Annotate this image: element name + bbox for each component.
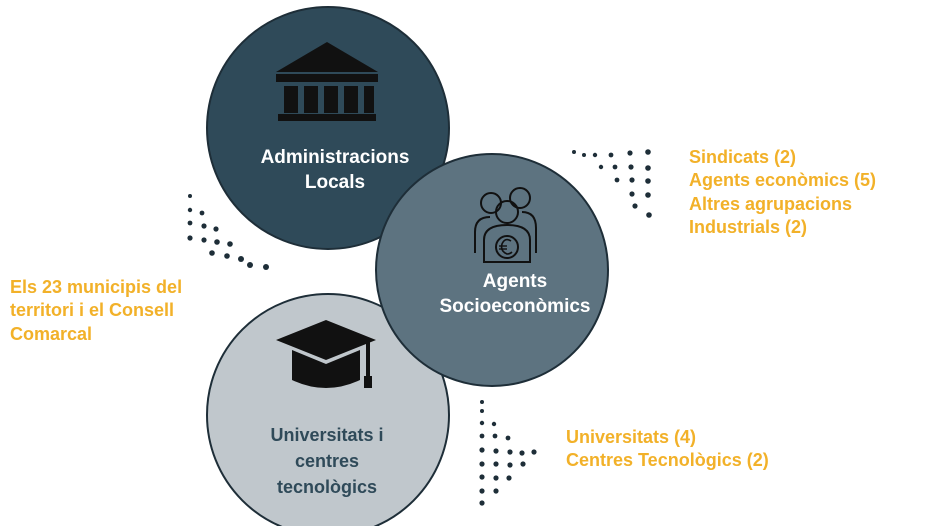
universitats-label-line3: tecnològics bbox=[276, 477, 378, 498]
administracions-label-line1: Administracions bbox=[260, 147, 410, 168]
dots-pattern-bottom bbox=[479, 400, 537, 506]
administracions-detail-line: Comarcal bbox=[10, 323, 93, 344]
circle-universitats bbox=[206, 293, 450, 526]
universitats-label-line2: centres bbox=[294, 451, 360, 472]
agents-label-line2: Socioeconòmics bbox=[439, 295, 591, 317]
universitats-label-line1: Universitats i bbox=[270, 425, 384, 445]
agents-label: Agents Socioeconòmics bbox=[400, 270, 630, 319]
universitats-detail-line: Universitats (4) bbox=[566, 427, 697, 447]
administracions-detail-line: territori i el Consell bbox=[10, 300, 175, 321]
universitats-label: Universitats i centres tecnològics bbox=[232, 422, 422, 500]
agents-details: Sindicats (2) Agents econòmics (5) Altre… bbox=[689, 146, 876, 240]
dots-pattern-left bbox=[187, 194, 269, 270]
agents-detail-line: Altres agrupacions bbox=[689, 193, 853, 214]
agents-label-line1: Agents bbox=[482, 271, 548, 292]
people-euro-icon bbox=[474, 187, 537, 263]
agents-detail-line: Sindicats (2) bbox=[689, 147, 797, 167]
administracions-detail-line: Els 23 municipis del bbox=[10, 277, 183, 297]
government-building-icon bbox=[276, 42, 378, 121]
agents-detail-line: Agents econòmics (5) bbox=[689, 170, 877, 191]
universitats-details: Universitats (4) Centres Tecnològics (2) bbox=[566, 426, 769, 473]
administracions-label-line2: Locals bbox=[304, 171, 366, 193]
circle-administracions bbox=[206, 6, 450, 250]
universitats-detail-line: Centres Tecnològics (2) bbox=[566, 450, 769, 471]
administracions-details: Els 23 municipis del territori i el Cons… bbox=[10, 276, 182, 346]
dots-pattern-right bbox=[572, 149, 652, 218]
agents-detail-line: Industrials (2) bbox=[689, 217, 808, 238]
circle-agents bbox=[375, 153, 609, 387]
administracions-label: Administracions Locals bbox=[235, 146, 435, 195]
graduation-cap-icon bbox=[276, 320, 376, 388]
